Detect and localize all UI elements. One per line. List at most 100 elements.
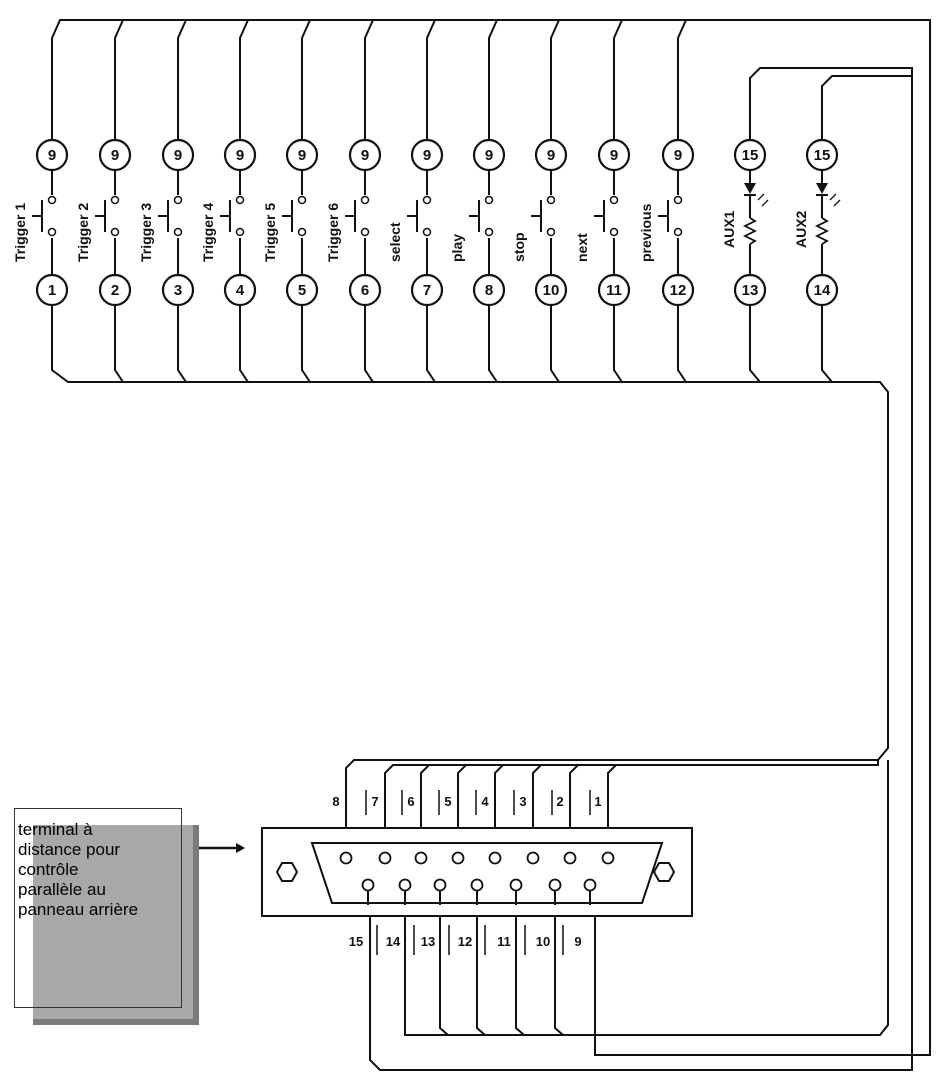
switch-label: previous	[638, 203, 654, 262]
aux-label: AUX2	[793, 210, 809, 248]
wire-top-drop	[301, 19, 311, 140]
switch-contact	[173, 195, 183, 205]
connector-top-label: 7	[371, 794, 378, 809]
connector-pin	[601, 851, 615, 865]
switch-contact	[546, 195, 556, 205]
connector-bottom-label: 14	[386, 934, 401, 949]
wire-top-drop	[239, 19, 249, 140]
switch-contact	[297, 195, 307, 205]
pin-circle-bottom-label: 7	[423, 282, 431, 299]
pin-circle-top-label: 9	[610, 147, 618, 164]
wire-return	[476, 905, 486, 1036]
wire-return	[439, 905, 449, 1036]
wire-aux-13	[749, 305, 761, 383]
note-box	[14, 808, 182, 1008]
wire-top-row	[420, 764, 878, 828]
switch-contact	[47, 195, 57, 205]
wire-common-9	[51, 19, 931, 1056]
switch-label: Trigger 1	[12, 203, 28, 262]
wire-bottom-drop	[550, 305, 560, 383]
switch-label: next	[574, 233, 590, 262]
pin-circle-bottom-label: 4	[236, 282, 245, 299]
switch-contact	[173, 227, 183, 237]
wire-bottom-drop	[364, 305, 374, 383]
pin-circle-bottom-label: 10	[543, 282, 560, 299]
connector-bottom-label: 9	[574, 934, 581, 949]
switch-contact	[235, 227, 245, 237]
pin-circle-top-label: 9	[174, 147, 182, 164]
wire-top-row	[569, 764, 878, 828]
switch-contact	[546, 227, 556, 237]
switch-contact	[422, 195, 432, 205]
connector-pin	[548, 878, 562, 892]
switch-contact	[609, 227, 619, 237]
pin-circle-top-label: 9	[485, 147, 493, 164]
resistor-icon	[742, 217, 758, 245]
wire-top-drop	[364, 19, 374, 140]
mount-hole-right	[652, 862, 676, 882]
wire-top-row	[607, 764, 878, 828]
switch-label: Trigger 4	[200, 203, 216, 262]
switch-contact	[673, 227, 683, 237]
pin-circle-bottom-label: 5	[298, 282, 306, 299]
connector-top-label: 3	[519, 794, 526, 809]
wire-bottom-drop	[114, 305, 124, 383]
note-line: distance pour	[18, 840, 121, 859]
switch-label: Trigger 3	[138, 203, 154, 262]
pin-circle-bottom-label: 11	[606, 282, 622, 299]
note-line: parallèle au	[18, 880, 106, 899]
connector-pin	[414, 851, 428, 865]
switch-contact	[110, 195, 120, 205]
wire-aux-15	[369, 67, 913, 1071]
wire-bottom-drop	[488, 305, 498, 383]
wire-top-drop	[177, 19, 187, 140]
switch-label: play	[449, 234, 465, 262]
wire-bottom-drop	[301, 305, 311, 383]
pin-circle-top-label: 9	[298, 147, 306, 164]
pin-circle-top-label: 9	[48, 147, 56, 164]
led-rays	[757, 193, 769, 207]
switch-label: Trigger 5	[262, 203, 278, 262]
switch-contact	[47, 227, 57, 237]
pin-circle-bottom-label: 2	[111, 282, 119, 299]
pin-circle-bottom-label: 3	[174, 282, 182, 299]
connector-pin	[583, 878, 597, 892]
switch-label: select	[387, 222, 403, 262]
switch-contact	[110, 227, 120, 237]
wire-top-drop	[488, 19, 498, 140]
wire-return	[554, 905, 564, 1036]
note-line: contrôle	[18, 860, 79, 879]
connector-top-label: 8	[332, 794, 339, 809]
switch-label: Trigger 6	[325, 203, 341, 262]
pin-circle-top-label: 9	[361, 147, 369, 164]
wire-pin-8	[51, 305, 889, 828]
connector-pin	[433, 878, 447, 892]
wire-top-drop	[426, 19, 436, 140]
wire-bottom-drop	[239, 305, 249, 383]
connector-pin	[378, 851, 392, 865]
wire-top-drop	[550, 19, 560, 140]
wire-bottom-drop	[677, 305, 687, 383]
wire-aux-14	[821, 305, 833, 383]
connector-bottom-label: 11	[497, 934, 511, 949]
connector-top-label: 1	[594, 794, 601, 809]
switch-contact	[422, 227, 432, 237]
wire-aux-15-b	[821, 75, 912, 140]
pin-circle-bottom-label: 1	[48, 282, 56, 299]
note-line: panneau arrière	[18, 900, 139, 919]
wire-return	[515, 905, 525, 1036]
pin-circle-bottom-label: 8	[485, 282, 493, 299]
switch-contact	[484, 227, 494, 237]
switch-contact	[609, 195, 619, 205]
pin-circle-bottom-label: 6	[361, 282, 369, 299]
switch-contact	[360, 195, 370, 205]
pin-circle-top-label: 15	[814, 147, 831, 164]
connector-pin	[361, 878, 375, 892]
connector-bottom-label: 12	[458, 934, 472, 949]
switch-label: stop	[511, 232, 527, 262]
pin-circle-top-label: 9	[111, 147, 119, 164]
mount-hole-left	[275, 862, 299, 882]
